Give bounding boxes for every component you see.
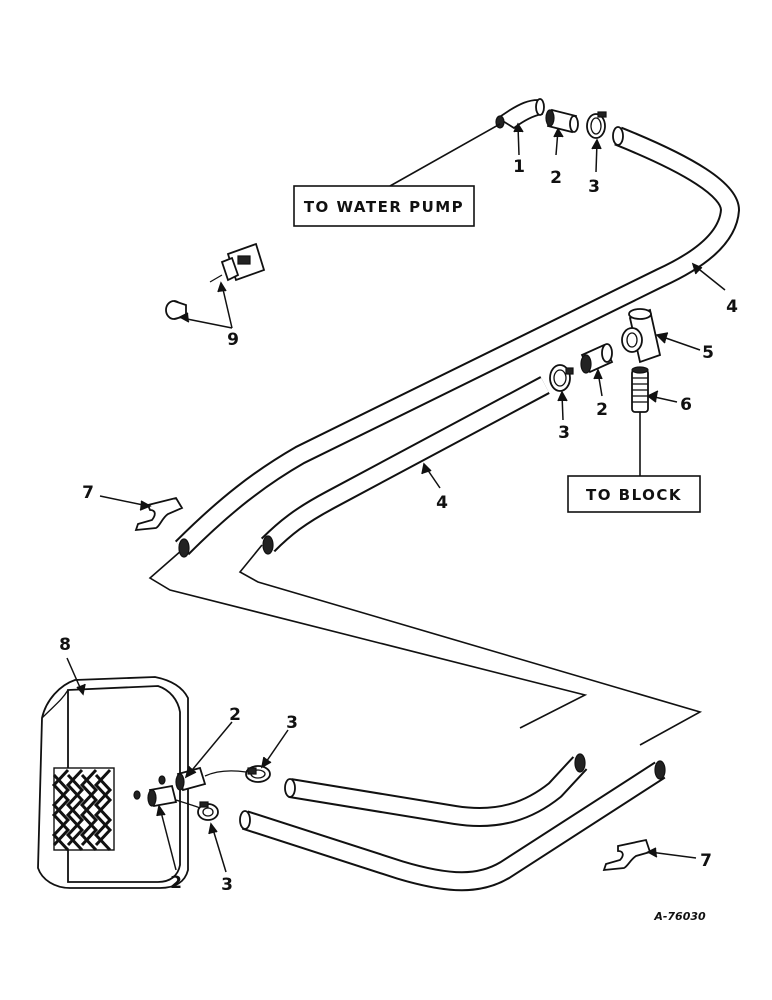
callout-7-left: 7 [82,483,94,503]
upper-hose [174,126,740,558]
lower-hose-upper [284,753,588,827]
nipple-mid [580,343,614,374]
callout-6: 6 [680,395,692,415]
drawing-number: A-76030 [653,910,706,923]
callout-4-lower: 4 [436,493,448,513]
callout-3-top: 3 [588,177,600,197]
heater-core [37,676,189,889]
to-block-label: TO BLOCK [567,412,701,513]
mounting-clip-left [134,496,184,532]
to-water-pump-label: TO WATER PUMP [293,123,501,227]
callout-5: 5 [702,343,714,363]
lower-hose-lower [239,760,666,892]
callout-3-heater-lower: 3 [221,875,233,895]
callout-leaders [66,122,726,873]
to-water-pump-text: TO WATER PUMP [304,198,464,216]
callout-3-mid: 3 [558,423,570,443]
callout-2-heater-upper: 2 [229,705,241,725]
tee-fitting [621,308,662,364]
hose-routing-outline [148,544,703,746]
callout-2-heater-lower: 2 [170,873,182,893]
hose-clamp-top [586,111,607,139]
heater-core-fin-pattern [51,768,113,852]
hose-clamp-heater-lower [175,799,219,821]
shutoff-valve [165,242,266,320]
elbow-fitting [495,98,545,130]
callout-4-upper: 4 [726,297,738,317]
callout-2-mid: 2 [596,400,608,420]
callout-1: 1 [513,157,525,177]
nipple-top [545,108,579,134]
to-block-text: TO BLOCK [586,486,682,504]
callout-2-top: 2 [550,168,562,188]
callout-8: 8 [59,635,71,655]
hose-clamp-mid [549,364,574,392]
middle-hose [260,376,550,555]
callout-3-heater-upper: 3 [286,713,298,733]
callout-numbers: 1 2 3 4 5 6 2 3 4 7 9 8 2 3 2 3 7 [59,157,738,895]
callout-7-right: 7 [700,851,712,871]
nipple-heater-lower [147,784,178,808]
callout-9: 9 [227,330,239,350]
mounting-clip-right [602,838,652,872]
hose-clamp-heater-upper [204,765,271,783]
nipple-to-block [631,366,649,413]
